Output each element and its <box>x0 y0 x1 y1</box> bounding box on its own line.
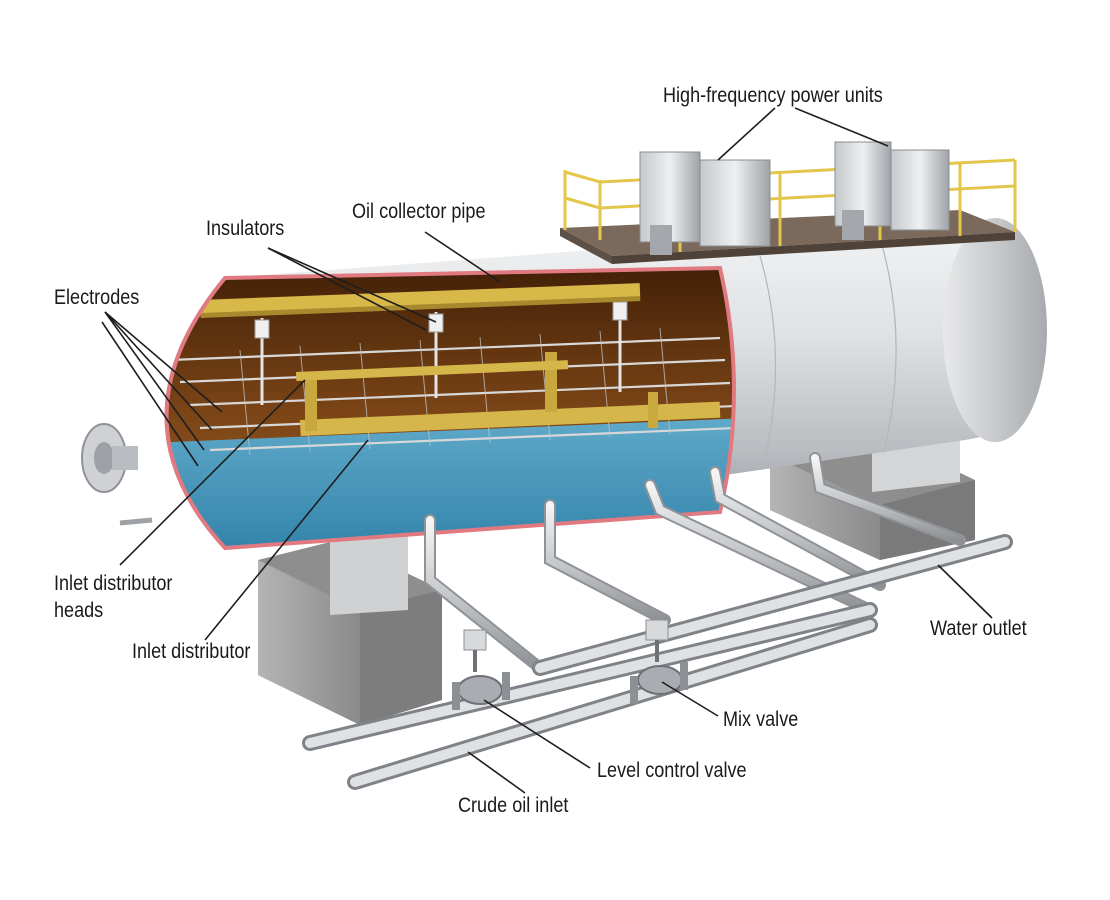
level-control-valve-icon <box>452 629 510 710</box>
leader-lines <box>101 107 993 794</box>
label-inlet-distributor: Inlet distributor <box>132 640 251 663</box>
label-mix-valve: Mix valve <box>723 708 799 731</box>
piping <box>302 452 1013 790</box>
label-inlet-distributor-heads-line1: Inlet distributor <box>54 572 173 595</box>
label-water-outlet: Water outlet <box>930 617 1027 640</box>
power-unit-2 <box>834 141 950 240</box>
label-inlet-distributor-heads-line2: heads <box>54 599 104 622</box>
label-insulators: Insulators <box>206 217 285 240</box>
vessel-cutaway <box>166 268 734 548</box>
manway-flange <box>81 423 153 526</box>
power-unit-1 <box>639 151 771 255</box>
label-level-control-valve: Level control valve <box>597 759 747 782</box>
label-high-frequency-power-units: High-frequency power units <box>663 84 883 107</box>
label-electrodes: Electrodes <box>54 286 140 309</box>
cutaway-rim <box>164 265 736 551</box>
label-crude-oil-inlet: Crude oil inlet <box>458 794 569 817</box>
label-oil-collector-pipe: Oil collector pipe <box>352 200 486 223</box>
